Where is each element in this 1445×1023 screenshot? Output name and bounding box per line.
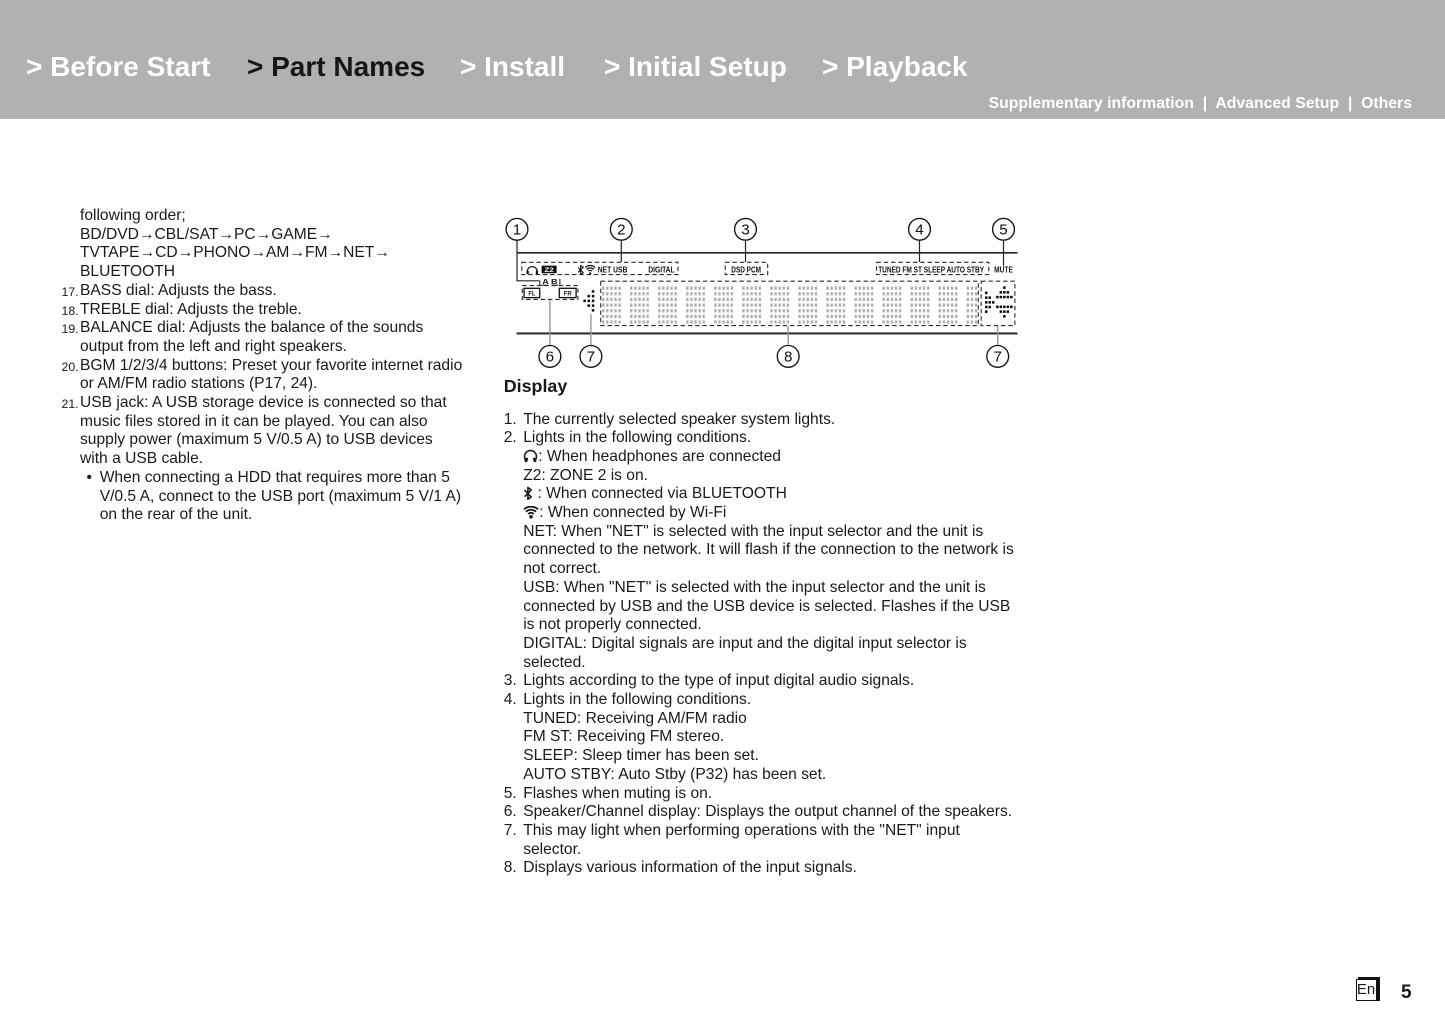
svg-text:2: 2 [617, 221, 625, 238]
svg-text:FR: FR [564, 291, 572, 298]
svg-text:MUTE: MUTE [994, 266, 1013, 275]
svg-text:Z2: Z2 [544, 267, 554, 274]
svg-text:6: 6 [546, 349, 554, 366]
svg-text:DIGITAL: DIGITAL [648, 266, 674, 275]
svg-text:NET USB: NET USB [598, 266, 628, 275]
svg-text:7: 7 [587, 349, 595, 366]
svg-text:8: 8 [784, 349, 792, 366]
svg-text:A B: A B [542, 277, 557, 286]
svg-text:3: 3 [741, 221, 749, 238]
svg-text:TUNED FM ST SLEEP AUTO STBY: TUNED FM ST SLEEP AUTO STBY [878, 266, 984, 275]
svg-text:5: 5 [999, 221, 1007, 238]
svg-text:DSD PCM: DSD PCM [731, 266, 761, 275]
svg-text:7: 7 [993, 349, 1001, 366]
svg-text:FL: FL [528, 291, 535, 298]
svg-text:4: 4 [915, 221, 923, 238]
svg-text:1: 1 [513, 221, 521, 238]
